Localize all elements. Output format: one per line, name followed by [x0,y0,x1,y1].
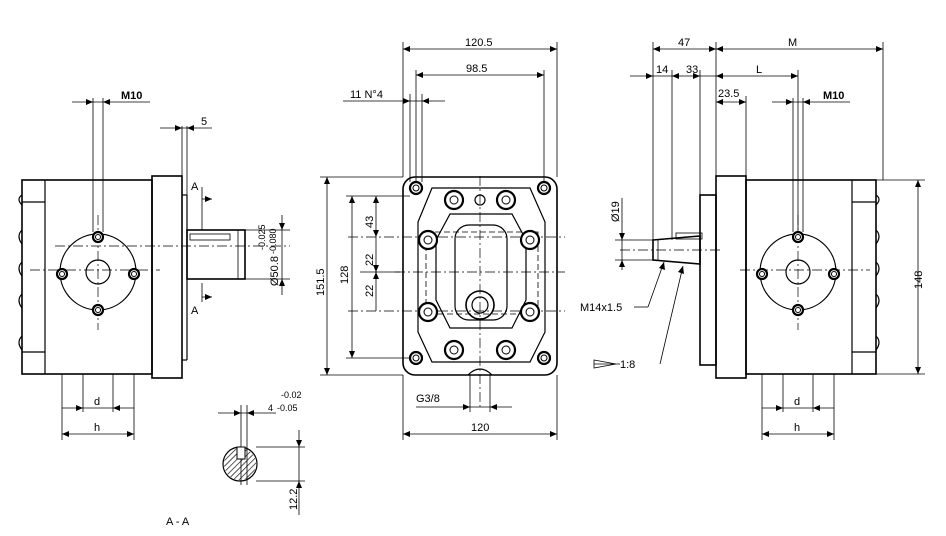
m10-label: M10 [121,90,142,102]
dim-5-label: 5 [201,116,207,128]
dim-l-label: L [756,64,762,76]
h-label: h [94,422,100,434]
section-a-bottom: A [191,305,199,317]
height-total-label: 151.5 [315,268,327,296]
dim-m-label: M [788,37,797,49]
tol-lower: -0.080 [268,228,278,254]
width-bottom-label: 120 [471,422,489,434]
left-pump-view: M10 5 A A -0.025 -0.080 Ø50.8 d [18,90,290,440]
dim-22a-label: 22 [364,254,376,266]
dim-23-5-label: 23.5 [718,88,739,100]
right-pump-view: 47 M 14 33 L 23.5 M10 Ø19 [580,37,925,440]
dim-14-label: 14 [656,64,668,76]
port-label: G3/8 [416,393,440,405]
right-m10-label: M10 [823,90,844,102]
dim-47-label: 47 [678,37,690,49]
holes-label: 11 N°4 [350,89,383,101]
section-tol-upper: -0.02 [281,390,302,400]
dia19-label: Ø19 [610,201,622,222]
bolt-spacing-label: 98.5 [466,63,487,75]
tol-upper: -0.025 [257,224,267,250]
section-key-depth: 12.2 [288,489,300,510]
section-a-a: 4 -0.02 -0.05 12.2 A - A [166,390,305,528]
section-label: A - A [166,516,190,528]
dim-43-label: 43 [364,216,376,228]
dim-22b-label: 22 [364,285,376,297]
front-flange-view: 120.5 98.5 11 N°4 151.5 128 43 [315,37,565,440]
right-d-label: d [794,396,800,408]
right-h-label: h [794,422,800,434]
shaft-diameter: Ø50.8 [269,256,281,286]
dim-33-label: 33 [686,64,698,76]
d-label: d [94,396,100,408]
width-top-label: 120.5 [465,37,493,49]
height-148-label: 148 [913,271,925,289]
thread-label: M14x1.5 [580,302,622,314]
section-key-width: 4 [268,403,273,413]
taper-label: 1:8 [620,359,635,371]
section-a-top: A [191,181,199,193]
bolt-vertical-label: 128 [339,266,351,284]
section-tol-lower: -0.05 [277,403,298,413]
